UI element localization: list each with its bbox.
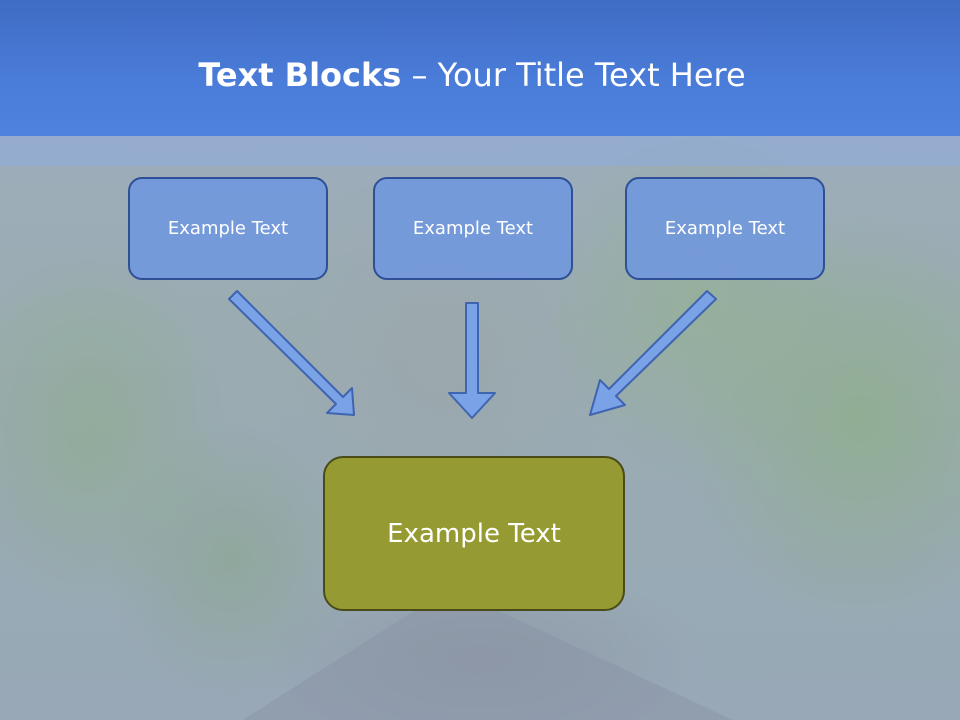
slide-title-bold: Text Blocks [198,56,402,94]
slide-title-rest: Your Title Text Here [437,56,746,94]
text-block-1[interactable]: Example Text [128,177,328,280]
text-block-2[interactable]: Example Text [373,177,573,280]
slide-title-dash: – [401,56,438,94]
slide-title[interactable]: Text Blocks – Your Title Text Here [0,52,944,98]
text-block-3-label: Example Text [664,218,786,239]
text-block-3[interactable]: Example Text [625,177,825,280]
title-bar: Text Blocks – Your Title Text Here [0,0,960,136]
title-bar-band [0,136,960,166]
text-block-2-label: Example Text [412,218,534,239]
text-block-1-label: Example Text [167,218,289,239]
text-block-main[interactable]: Example Text [323,456,625,611]
text-block-main-label: Example Text [387,518,561,549]
